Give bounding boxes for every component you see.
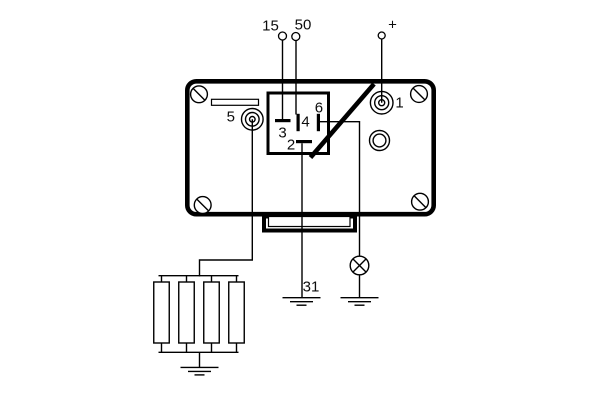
ground-icon-lamp xyxy=(340,297,379,306)
ground-icon-glow-plugs xyxy=(180,366,219,376)
label-terminal-50: 50 xyxy=(294,16,312,34)
battery-positive-circle xyxy=(377,31,386,40)
wire-terminal5-to-glowplugs xyxy=(198,119,254,277)
connector-tab-inner xyxy=(267,215,351,228)
label-pin-2: 2 xyxy=(286,136,296,154)
housing-hole-rings xyxy=(368,129,391,152)
wires xyxy=(198,39,383,368)
pin-2-contact xyxy=(296,140,312,144)
wire-pin6-to-lamp xyxy=(320,120,361,257)
pin-4-contact xyxy=(296,113,300,132)
label-battery-positive: + xyxy=(388,16,397,33)
pin-6-contact xyxy=(316,113,320,132)
label-pin-4: 4 xyxy=(301,113,310,131)
screw-icon-bottom-left xyxy=(193,195,212,215)
terminal-15-circle xyxy=(277,31,288,41)
label-terminal-5: 5 xyxy=(226,108,235,126)
glow-plug-3 xyxy=(203,281,220,344)
diagonal-lever xyxy=(308,82,376,160)
glow-plug-1 xyxy=(153,281,170,344)
label-pin-3: 3 xyxy=(278,124,287,142)
label-terminal-1: 1 xyxy=(395,94,404,112)
screw-icon-bottom-right xyxy=(410,192,430,211)
pin-3-contact xyxy=(275,119,291,123)
screw-icon-top-right xyxy=(409,84,429,104)
glow-plug-bank xyxy=(153,275,245,353)
ground-icon-31 xyxy=(282,297,321,306)
glow-plug-4 xyxy=(228,281,245,344)
housing-slot xyxy=(210,98,260,106)
terminal-50-circle xyxy=(291,31,301,42)
glow-plug-2 xyxy=(178,281,195,344)
label-terminal-15: 15 xyxy=(262,17,279,34)
label-terminal-31: 31 xyxy=(302,278,320,296)
screw-icon-top-left xyxy=(189,85,209,104)
lamp-icon xyxy=(349,255,370,276)
label-pin-6: 6 xyxy=(314,99,324,117)
pin-contacts xyxy=(275,113,320,144)
